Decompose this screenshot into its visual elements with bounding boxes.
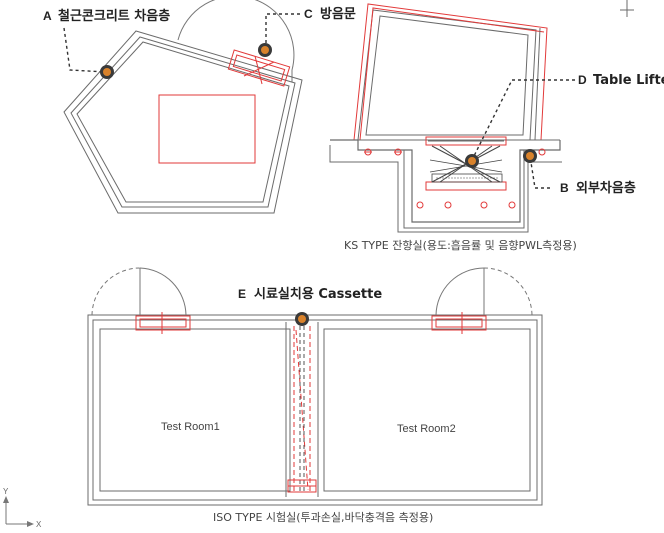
callout-markers	[100, 43, 537, 326]
ks-floor-slab	[330, 139, 561, 223]
axis-y-label: Y	[3, 487, 9, 496]
lifter-bottom-plate	[425, 181, 507, 191]
callout-b-label: 외부차음층	[576, 180, 636, 196]
ks-type-caption: KS TYPE 잔향실(용도:흡음률 및 음향PWL측정용)	[344, 238, 577, 252]
marker-c	[258, 43, 272, 57]
callout-c-label: 방음문	[320, 6, 356, 22]
pentagon-outer-wall	[63, 30, 303, 214]
ks-room-inner	[365, 15, 529, 136]
axis-x-label: X	[36, 520, 42, 529]
cassette-frame	[285, 322, 319, 497]
callout-a-letter: A	[43, 9, 52, 23]
ks-room-red-inner	[359, 7, 545, 141]
room1-label: Test Room1	[161, 421, 220, 433]
callout-d-label: Table Lifter	[593, 73, 664, 88]
leader-d	[471, 79, 575, 161]
specimen-rectangle	[158, 94, 256, 164]
marker-e	[295, 312, 309, 326]
left-door	[91, 267, 191, 334]
ks-room-red-outline	[353, 3, 548, 141]
marker-a	[100, 65, 114, 79]
marker-b	[523, 149, 537, 163]
marker-d	[465, 154, 479, 168]
leader-b	[529, 155, 550, 189]
door-swing-arc	[177, 0, 295, 82]
leader-a	[63, 27, 107, 73]
callout-labels: A 철근콘크리트 차음층 C 방음문 D Table Lifter B 외부차음…	[43, 6, 664, 302]
iso-inner-wall	[92, 319, 538, 501]
lifter-top-plate	[425, 136, 507, 146]
iso-type-plan: Test Room1 Test Room2	[87, 267, 543, 506]
iso-outer-wall	[87, 314, 543, 506]
callout-b-letter: B	[560, 181, 569, 195]
pad-symbols	[364, 148, 546, 209]
callout-e-letter: E	[238, 287, 246, 301]
leader-c	[265, 13, 300, 48]
axis-indicator: Y X	[3, 487, 42, 529]
pentagon-middle-wall	[70, 36, 296, 208]
room2-wall	[323, 328, 531, 492]
ks-type-section	[329, 0, 634, 233]
callout-e-label: 시료실치용 Cassette	[254, 286, 382, 302]
callout-a-label: 철근콘크리트 차음층	[58, 8, 170, 24]
door-hardware	[227, 49, 291, 87]
pentagon-inner-wall	[76, 41, 290, 203]
room1-wall	[99, 328, 291, 492]
callout-d-letter: D	[578, 73, 587, 87]
callout-c-letter: C	[304, 7, 313, 21]
pentagon-room	[63, 0, 303, 214]
ks-room-outer	[357, 9, 537, 141]
leader-lines	[63, 13, 575, 189]
right-door	[431, 267, 533, 334]
room2-label: Test Room2	[397, 423, 456, 435]
iso-type-caption: ISO TYPE 시험실(투과손실,바닥충격음 측정용)	[213, 511, 433, 524]
